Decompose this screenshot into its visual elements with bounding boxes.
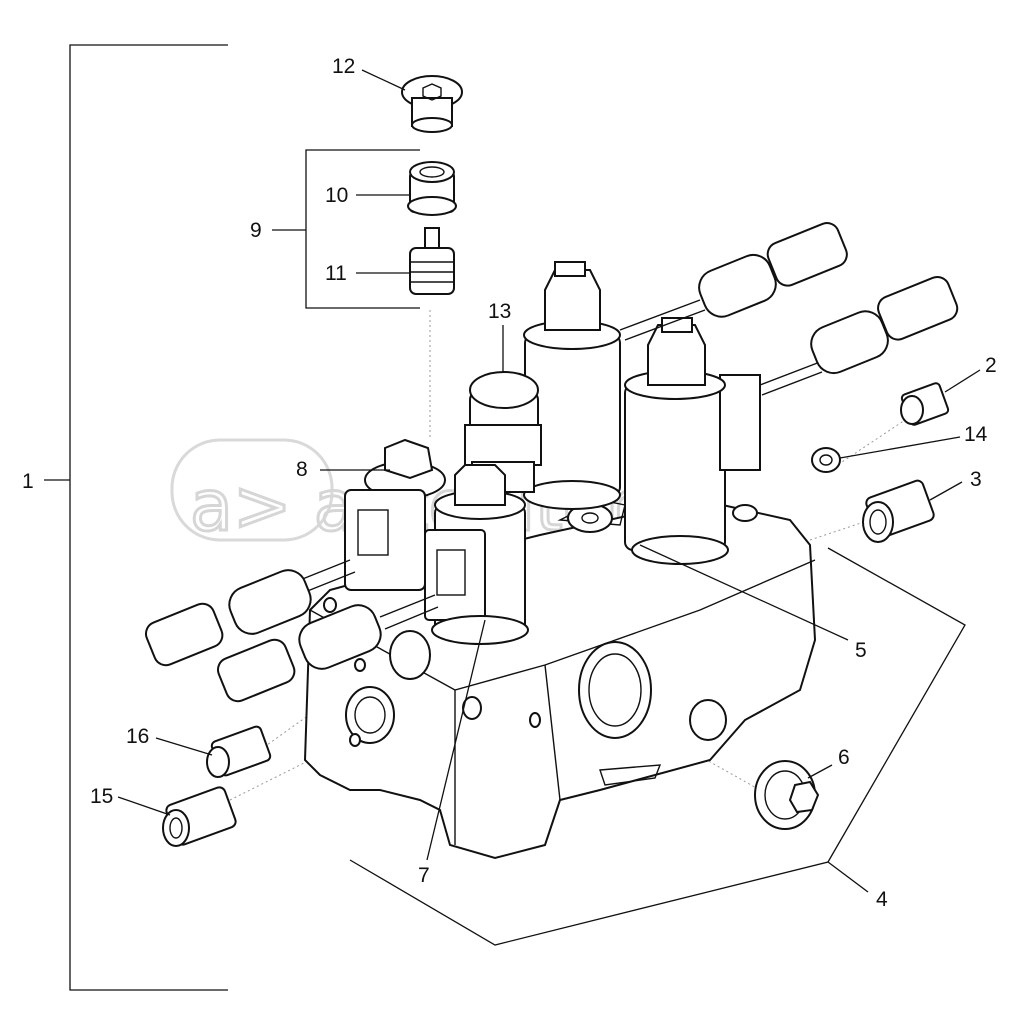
callout-14: 14 <box>964 423 988 446</box>
bracket-assembly-1 <box>44 44 228 991</box>
solenoid-upper-right <box>624 317 761 565</box>
bracket-4 <box>349 547 966 946</box>
fitting-16 <box>206 725 272 778</box>
sleeve-10 <box>407 161 457 216</box>
callout-4: 4 <box>876 888 888 911</box>
solenoid-front-left <box>344 489 426 591</box>
callout-13: 13 <box>488 300 511 323</box>
callout-11: 11 <box>325 262 347 285</box>
connector-upper-1 <box>619 222 848 341</box>
callout-15: 15 <box>90 785 113 808</box>
callout-16: 16 <box>126 725 149 748</box>
connector-front-1 <box>145 559 356 667</box>
solenoid-upper-left <box>523 261 621 510</box>
callouts: 1 2 3 4 5 6 7 8 9 10 11 12 13 14 15 16 <box>22 55 997 911</box>
bracket-9 <box>272 149 420 309</box>
fitting-3 <box>862 479 935 543</box>
connector-front-2 <box>217 594 439 703</box>
plug-6 <box>754 760 820 830</box>
callout-12: 12 <box>332 55 355 78</box>
callout-1: 1 <box>22 470 34 493</box>
leader-lines <box>117 69 981 861</box>
solenoid-front-right <box>424 464 529 645</box>
callout-8: 8 <box>296 458 308 481</box>
connector-upper-2 <box>759 275 959 396</box>
callout-6: 6 <box>838 746 850 769</box>
callout-9: 9 <box>250 219 262 242</box>
screw-14 <box>811 447 841 473</box>
spool-11 <box>409 227 455 295</box>
callout-7: 7 <box>418 864 430 887</box>
callout-3: 3 <box>970 468 982 491</box>
callout-2: 2 <box>985 354 997 377</box>
fitting-15 <box>162 786 237 847</box>
plug-12 <box>401 75 463 133</box>
fitting-2 <box>900 382 950 426</box>
callout-10: 10 <box>325 184 348 207</box>
callout-5: 5 <box>855 639 867 662</box>
